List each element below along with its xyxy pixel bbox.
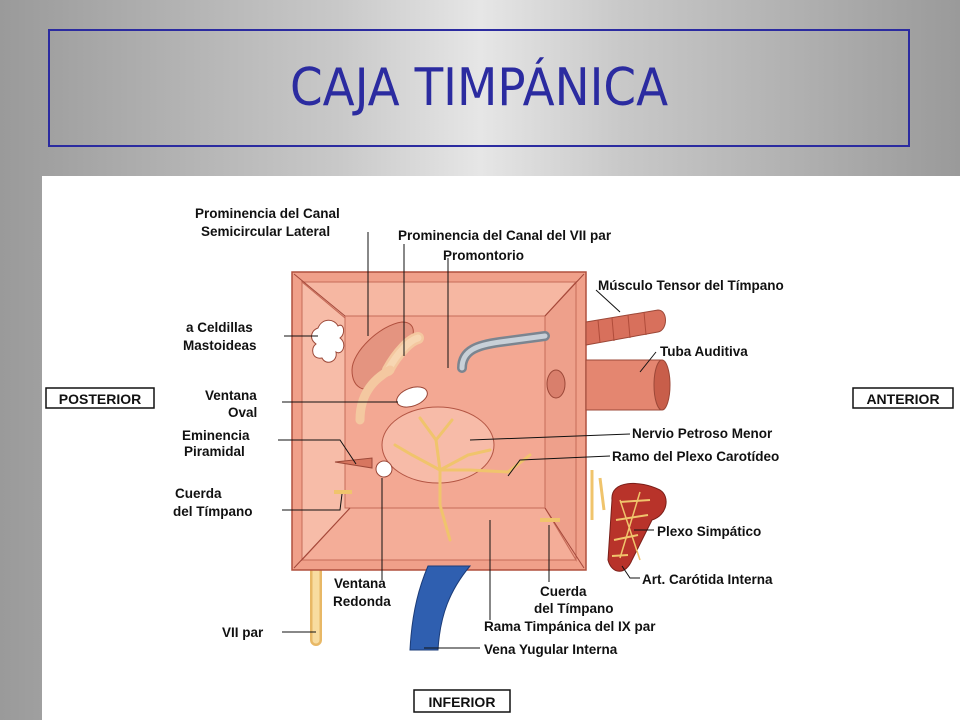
label-cuerda-left-2: del Tímpano xyxy=(173,504,253,519)
label-prominencia-canal-1: Prominencia del Canal xyxy=(195,206,340,221)
tensor-tympani-muscle xyxy=(585,309,666,346)
sympathetic-nerve xyxy=(590,470,606,520)
anterior-tag: ANTERIOR xyxy=(852,387,954,409)
auditory-tube xyxy=(585,359,671,411)
posterior-label: POSTERIOR xyxy=(59,391,141,407)
posterior-tag: POSTERIOR xyxy=(45,387,155,409)
label-prominencia-canal-2: Semicircular Lateral xyxy=(201,224,330,239)
label-ventana-oval-1: Ventana xyxy=(205,388,257,403)
label-eminencia-1: Eminencia xyxy=(182,428,250,443)
facial-canal xyxy=(355,365,395,425)
label-tuba-auditiva: Tuba Auditiva xyxy=(660,344,748,359)
tube-opening xyxy=(546,369,566,399)
anterior-label: ANTERIOR xyxy=(866,391,939,407)
label-art-carotida: Art. Carótida Interna xyxy=(642,572,773,587)
internal-carotid xyxy=(607,482,667,572)
label-celdillas-1: a Celdillas xyxy=(186,320,253,335)
label-vena-yugular: Vena Yugular Interna xyxy=(484,642,618,657)
mastoid-cells xyxy=(311,319,345,363)
label-musculo-tensor: Músculo Tensor del Tímpano xyxy=(598,278,784,293)
label-cuerda-left-1: Cuerda xyxy=(175,486,222,501)
round-window xyxy=(375,460,393,478)
label-ventana-redonda-1: Ventana xyxy=(334,576,386,591)
jugular-vein xyxy=(409,565,472,651)
label-celdillas-2: Mastoideas xyxy=(183,338,257,353)
label-nervio-petroso: Nervio Petroso Menor xyxy=(632,426,773,441)
title-box: CAJA TIMPÁNICA xyxy=(48,29,910,147)
tympanic-plexus xyxy=(393,416,532,542)
label-cuerda-right-1: Cuerda xyxy=(540,584,587,599)
label-eminencia-2: Piramidal xyxy=(184,444,245,459)
inferior-label: INFERIOR xyxy=(429,694,496,710)
label-plexo-simpatico: Plexo Simpático xyxy=(657,524,761,539)
label-cuerda-right-2: del Tímpano xyxy=(534,601,614,616)
page-title: CAJA TIMPÁNICA xyxy=(289,58,669,118)
label-prominencia-canal-vii: Prominencia del Canal del VII par xyxy=(398,228,612,243)
label-vii-par: VII par xyxy=(222,625,264,640)
label-ventana-oval-2: Oval xyxy=(228,405,257,420)
label-ramo-plexo: Ramo del Plexo Carotídeo xyxy=(612,449,779,464)
label-rama-timpanica: Rama Timpánica del IX par xyxy=(484,619,656,634)
label-promontorio: Promontorio xyxy=(443,248,524,263)
inferior-tag: INFERIOR xyxy=(413,689,511,713)
label-ventana-redonda-2: Redonda xyxy=(333,594,391,609)
